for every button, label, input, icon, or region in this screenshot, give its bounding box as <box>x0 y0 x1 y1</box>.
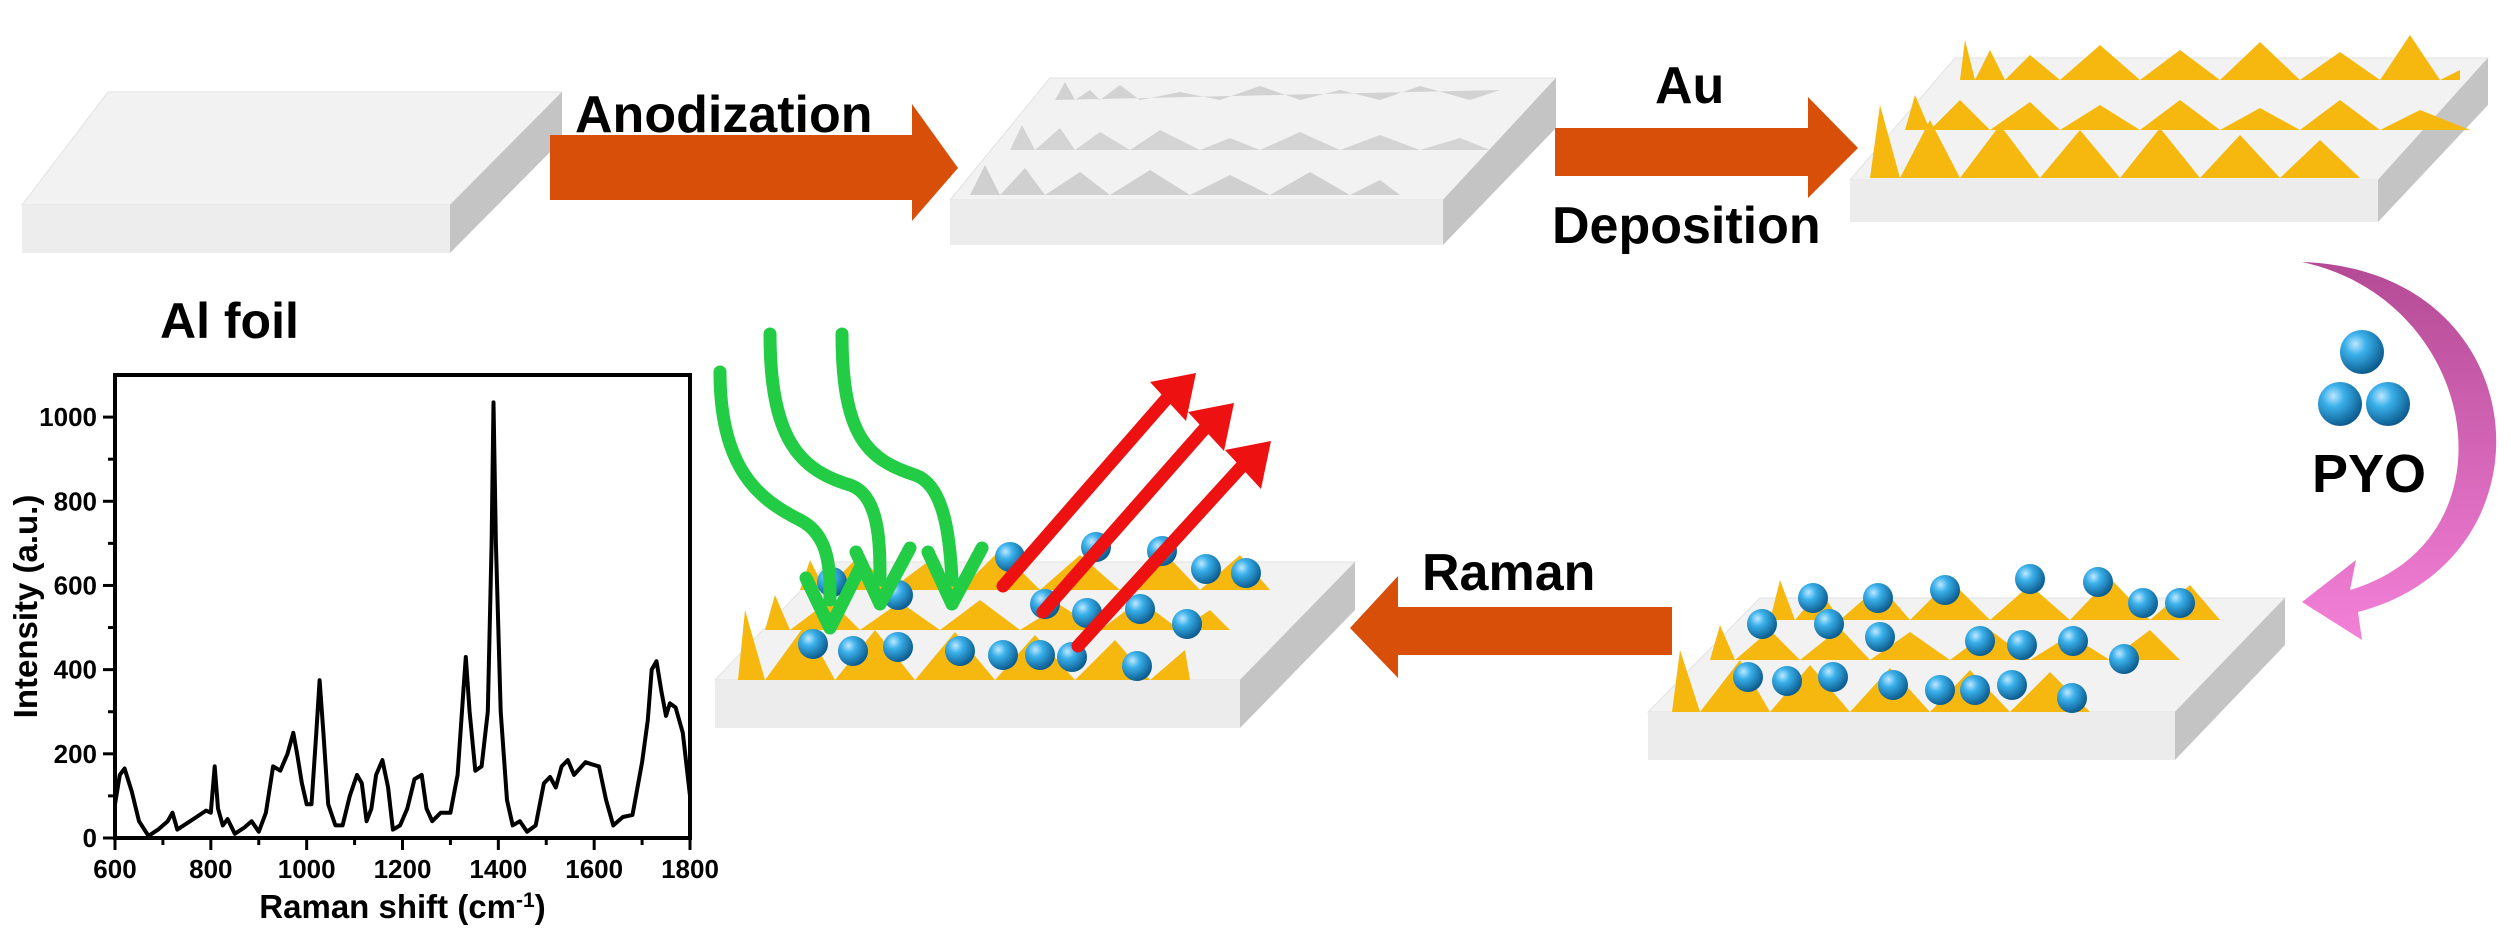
au-deposition-arrow <box>1555 97 1858 198</box>
pyo-molecule <box>1172 609 1202 639</box>
pyo-molecule-icon <box>2318 330 2410 426</box>
pyo-molecule <box>1747 609 1777 639</box>
y-tick-label: 400 <box>54 655 97 685</box>
pyo-molecule <box>2109 644 2139 674</box>
x-tick-label: 1600 <box>565 854 623 884</box>
al-foil-plate <box>20 91 564 253</box>
pyo-molecule <box>2165 588 2195 618</box>
x-tick-label: 1000 <box>278 854 336 884</box>
pyo-molecule <box>1818 662 1848 692</box>
x-tick-label: 800 <box>189 854 232 884</box>
pyo-molecule <box>1122 651 1152 681</box>
x-tick-label: 1800 <box>661 854 719 884</box>
y-tick-labels: 0 200 400 600 800 1000 <box>39 402 97 853</box>
pyo-molecule <box>1997 670 2027 700</box>
pyo-molecule <box>945 636 975 666</box>
pyo-molecule <box>1733 662 1763 692</box>
pyo-molecule <box>1863 583 1893 613</box>
chart-axes <box>103 373 692 850</box>
incident-laser-arrows <box>713 327 989 635</box>
pyo-molecule <box>1231 558 1261 588</box>
anodization-arrow <box>550 104 958 221</box>
y-tick-label: 800 <box>54 486 97 516</box>
raman-label: Raman <box>1422 544 1595 602</box>
x-tick-label: 1200 <box>374 854 432 884</box>
al-foil-label: Al foil <box>160 293 299 349</box>
pyo-molecule <box>2057 683 2087 713</box>
raman-spectrum-chart: 600 800 1000 1200 1400 1600 1800 0 200 400 600 800… <box>7 373 719 925</box>
pyo-molecule <box>2128 588 2158 618</box>
pyo-molecule <box>838 636 868 666</box>
y-tick-label: 200 <box>54 739 97 769</box>
pyo-label: PYO <box>2312 444 2426 504</box>
x-tick-label: 1400 <box>469 854 527 884</box>
plot-frame <box>113 373 692 840</box>
chart-series <box>113 400 692 838</box>
pyo-molecule <box>1025 640 1055 670</box>
pyo-molecule <box>1814 609 1844 639</box>
au-coated-plate <box>1848 35 2490 222</box>
pyo-molecule <box>883 632 913 662</box>
pyo-molecule <box>2015 564 2045 594</box>
pyo-molecule <box>798 629 828 659</box>
pyo-molecule <box>1125 594 1155 624</box>
pyo-molecule <box>2007 630 2037 660</box>
pyo-molecule <box>1960 675 1990 705</box>
au-label: Au <box>1655 57 1724 115</box>
pyo-molecule <box>1865 622 1895 652</box>
deposition-label: Deposition <box>1552 197 1821 255</box>
pyo-molecule <box>1798 583 1828 613</box>
pyo-molecule <box>1930 575 1960 605</box>
pyo-molecule <box>988 640 1018 670</box>
x-axis-label: Raman shift (cm-1) <box>259 888 545 925</box>
pyo-molecule <box>1191 554 1221 584</box>
sers-plate <box>713 532 1357 728</box>
x-tick-label: 600 <box>93 854 136 884</box>
scattered-light-arrows <box>996 373 1271 653</box>
anodized-plate <box>948 77 1558 245</box>
spectrum-line <box>113 400 692 838</box>
x-tick-labels: 600 800 1000 1200 1400 1600 1800 <box>93 854 719 884</box>
pyo-molecule <box>2083 567 2113 597</box>
y-tick-label: 600 <box>54 570 97 600</box>
pyo-molecule <box>1925 675 1955 705</box>
anodization-label: Anodization <box>575 86 873 144</box>
y-tick-label: 1000 <box>39 402 97 432</box>
y-tick-label: 0 <box>83 823 97 853</box>
pyo-adsorbed-plate <box>1646 564 2287 760</box>
pyo-molecule <box>1965 626 1995 656</box>
pyo-molecule <box>1772 666 1802 696</box>
raman-arrow <box>1350 576 1672 678</box>
y-axis-label: Intensity (a.u.) <box>7 495 44 719</box>
pyo-curved-arrow <box>2302 262 2497 640</box>
pyo-molecule <box>2058 626 2088 656</box>
pyo-molecule <box>1878 670 1908 700</box>
